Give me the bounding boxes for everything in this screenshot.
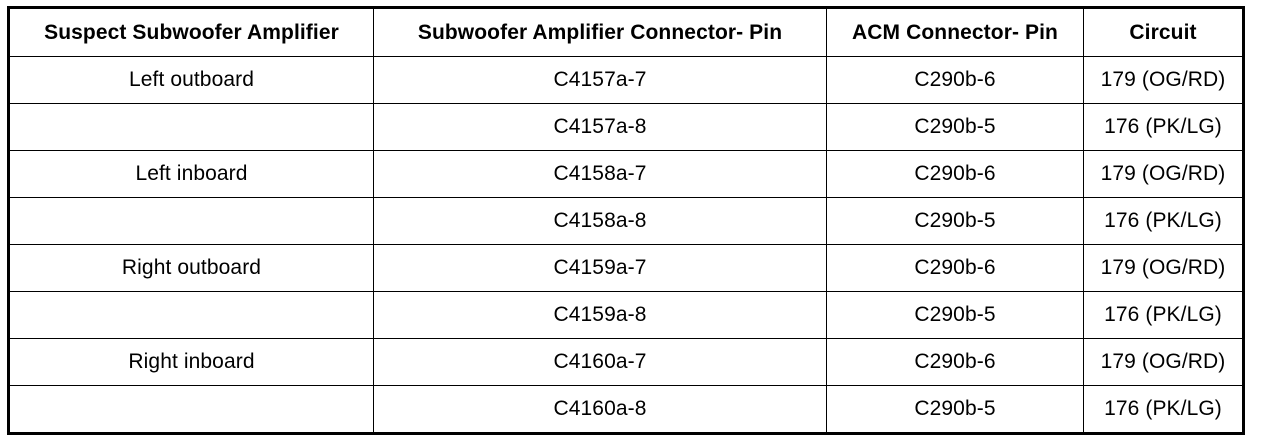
cell-suspect-amplifier <box>8 197 374 245</box>
cell-circuit: 176 (PK/LG) <box>1083 103 1244 151</box>
cell-acm-connector-pin: C290b-5 <box>826 291 1084 339</box>
table-row: Right outboard C4159a-7 C290b-6 179 (OG/… <box>8 244 1244 292</box>
cell-circuit: 176 (PK/LG) <box>1083 197 1244 245</box>
cell-circuit: 176 (PK/LG) <box>1083 291 1244 339</box>
cell-acm-connector-pin: C290b-6 <box>826 338 1084 386</box>
cell-amplifier-connector-pin: C4160a-8 <box>373 385 827 434</box>
cell-acm-connector-pin: C290b-5 <box>826 385 1084 434</box>
header-acm-connector-pin: ACM Connector- Pin <box>826 7 1084 57</box>
cell-suspect-amplifier: Left outboard <box>8 56 374 104</box>
cell-acm-connector-pin: C290b-6 <box>826 244 1084 292</box>
cell-amplifier-connector-pin: C4158a-8 <box>373 197 827 245</box>
cell-amplifier-connector-pin: C4160a-7 <box>373 338 827 386</box>
pinout-table: Suspect Subwoofer Amplifier Subwoofer Am… <box>7 6 1245 435</box>
header-circuit: Circuit <box>1083 7 1244 57</box>
table-row: C4157a-8 C290b-5 176 (PK/LG) <box>8 103 1244 151</box>
cell-suspect-amplifier: Right outboard <box>8 244 374 292</box>
cell-suspect-amplifier: Right inboard <box>8 338 374 386</box>
cell-circuit: 179 (OG/RD) <box>1083 244 1244 292</box>
cell-suspect-amplifier <box>8 385 374 434</box>
cell-acm-connector-pin: C290b-5 <box>826 197 1084 245</box>
table-row: C4160a-8 C290b-5 176 (PK/LG) <box>8 385 1244 434</box>
table-row: Left outboard C4157a-7 C290b-6 179 (OG/R… <box>8 56 1244 104</box>
cell-amplifier-connector-pin: C4159a-7 <box>373 244 827 292</box>
table-row: C4158a-8 C290b-5 176 (PK/LG) <box>8 197 1244 245</box>
table-row: C4159a-8 C290b-5 176 (PK/LG) <box>8 291 1244 339</box>
cell-amplifier-connector-pin: C4157a-7 <box>373 56 827 104</box>
header-row: Suspect Subwoofer Amplifier Subwoofer Am… <box>8 7 1244 57</box>
table-row: Right inboard C4160a-7 C290b-6 179 (OG/R… <box>8 338 1244 386</box>
cell-amplifier-connector-pin: C4159a-8 <box>373 291 827 339</box>
table-row: Left inboard C4158a-7 C290b-6 179 (OG/RD… <box>8 150 1244 198</box>
cell-acm-connector-pin: C290b-5 <box>826 103 1084 151</box>
cell-circuit: 179 (OG/RD) <box>1083 56 1244 104</box>
cell-circuit: 179 (OG/RD) <box>1083 150 1244 198</box>
cell-circuit: 176 (PK/LG) <box>1083 385 1244 434</box>
table-header: Suspect Subwoofer Amplifier Subwoofer Am… <box>8 7 1244 57</box>
cell-acm-connector-pin: C290b-6 <box>826 56 1084 104</box>
table-body: Left outboard C4157a-7 C290b-6 179 (OG/R… <box>8 56 1244 434</box>
header-amplifier-connector-pin: Subwoofer Amplifier Connector- Pin <box>373 7 827 57</box>
cell-suspect-amplifier <box>8 103 374 151</box>
header-suspect-amplifier: Suspect Subwoofer Amplifier <box>8 7 374 57</box>
cell-amplifier-connector-pin: C4157a-8 <box>373 103 827 151</box>
cell-suspect-amplifier: Left inboard <box>8 150 374 198</box>
cell-amplifier-connector-pin: C4158a-7 <box>373 150 827 198</box>
cell-acm-connector-pin: C290b-6 <box>826 150 1084 198</box>
cell-circuit: 179 (OG/RD) <box>1083 338 1244 386</box>
cell-suspect-amplifier <box>8 291 374 339</box>
